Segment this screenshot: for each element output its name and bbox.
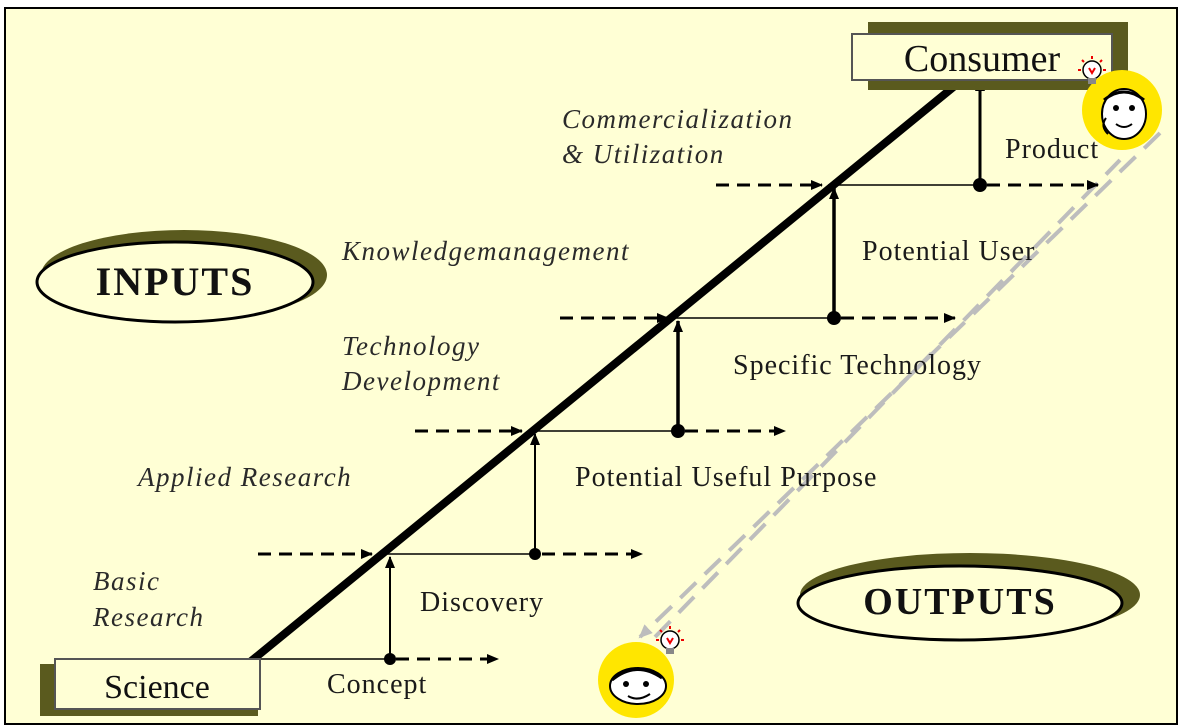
vertical-arrows [385,79,985,657]
technology-development-label-line1: Technology [342,331,481,361]
science-label: Science [104,669,210,706]
product-label: Product [1005,134,1099,165]
science-box: Science [40,658,261,716]
step-lines [255,184,980,660]
potential-useful-purpose-label: Potential Useful Purpose [575,462,877,493]
lightbulb-person-icon-top [1078,56,1162,150]
inputs-label: INPUTS [96,259,255,304]
commercialization-label-line1: Commercialization [562,104,794,134]
outputs-oval: OUTPUTS [796,553,1140,642]
applied-research-label: Applied Research [136,462,352,492]
main-diagonal-line [247,76,965,666]
concept-label: Concept [327,669,427,700]
lightbulb-person-icon-bottom [598,626,684,718]
potential-user-label: Potential User [862,236,1035,267]
feedback-arrow-up [653,158,1122,639]
consumer-box: Consumer [851,22,1128,90]
output-arrows [396,180,1099,664]
discovery-label: Discovery [420,587,544,618]
outputs-label: OUTPUTS [863,581,1056,623]
technology-development-label-line2: Development [341,366,501,396]
consumer-label: Consumer [904,38,1061,80]
inputs-oval: INPUTS [35,230,327,324]
commercialization-label-line2: & Utilization [562,139,725,169]
feedback-arrow-down [638,131,1162,639]
knowledge-management-label: Knowledgemanagement [341,236,630,266]
junction-dots [384,178,987,665]
input-arrows [258,180,823,559]
specific-technology-label: Specific Technology [733,350,982,381]
basic-research-label-line1: Basic [93,566,161,596]
basic-research-label-line2: Research [92,602,204,632]
feedback-arrows [638,131,1162,639]
